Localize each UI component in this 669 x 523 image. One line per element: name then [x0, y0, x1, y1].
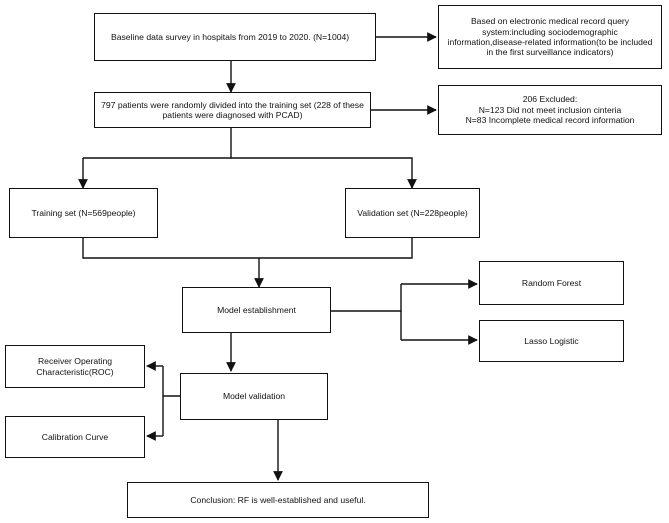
- training-set-text: Training set (N=569people): [31, 207, 136, 218]
- model-validation-box: Model validation: [180, 373, 328, 420]
- random-split-text: 797 patients were randomly divided into …: [101, 99, 364, 120]
- excluded-box: 206 Excluded: N=123 Did not meet inclusi…: [438, 85, 662, 135]
- roc-box: Receiver Operating Characteristic(ROC): [5, 345, 145, 388]
- validation-set-box: Validation set (N=228people): [345, 188, 480, 238]
- lasso-logistic-box: Lasso Logistic: [479, 320, 624, 362]
- connector-split-branch: [83, 128, 232, 159]
- connector-to-validation: [231, 157, 413, 188]
- lasso-logistic-text: Lasso Logistic: [524, 335, 579, 346]
- baseline-survey-box: Baseline data survey in hospitals from 2…: [94, 13, 376, 61]
- conclusion-text: Conclusion: RF is well-established and u…: [190, 494, 366, 505]
- conclusion-box: Conclusion: RF is well-established and u…: [127, 482, 429, 518]
- calibration-curve-box: Calibration Curve: [5, 416, 145, 458]
- baseline-survey-text: Baseline data survey in hospitals from 2…: [111, 31, 350, 42]
- connector-model-branch: [331, 284, 402, 312]
- model-establishment-text: Model establishment: [217, 304, 296, 315]
- ehr-query-text: Based on electronic medical record query…: [447, 16, 653, 58]
- excluded-criteria: N=123 Did not meet inclusion cinteria: [478, 104, 622, 115]
- training-set-box: Training set (N=569people): [9, 188, 158, 238]
- model-validation-text: Model validation: [222, 391, 286, 402]
- excluded-title: 206 Excluded:: [522, 94, 578, 105]
- excluded-incomplete: N=83 Incomplete medical record informati…: [465, 115, 635, 126]
- validation-set-text: Validation set (N=228people): [357, 207, 468, 218]
- random-forest-box: Random Forest: [479, 261, 624, 305]
- roc-text: Receiver Operating Characteristic(ROC): [36, 356, 114, 377]
- model-establishment-box: Model establishment: [182, 287, 331, 333]
- ehr-query-box: Based on electronic medical record query…: [438, 5, 662, 69]
- random-split-box: 797 patients were randomly divided into …: [94, 92, 371, 128]
- connector-training-down: [82, 238, 413, 259]
- calibration-curve-text: Calibration Curve: [41, 431, 109, 442]
- random-forest-text: Random Forest: [521, 277, 582, 288]
